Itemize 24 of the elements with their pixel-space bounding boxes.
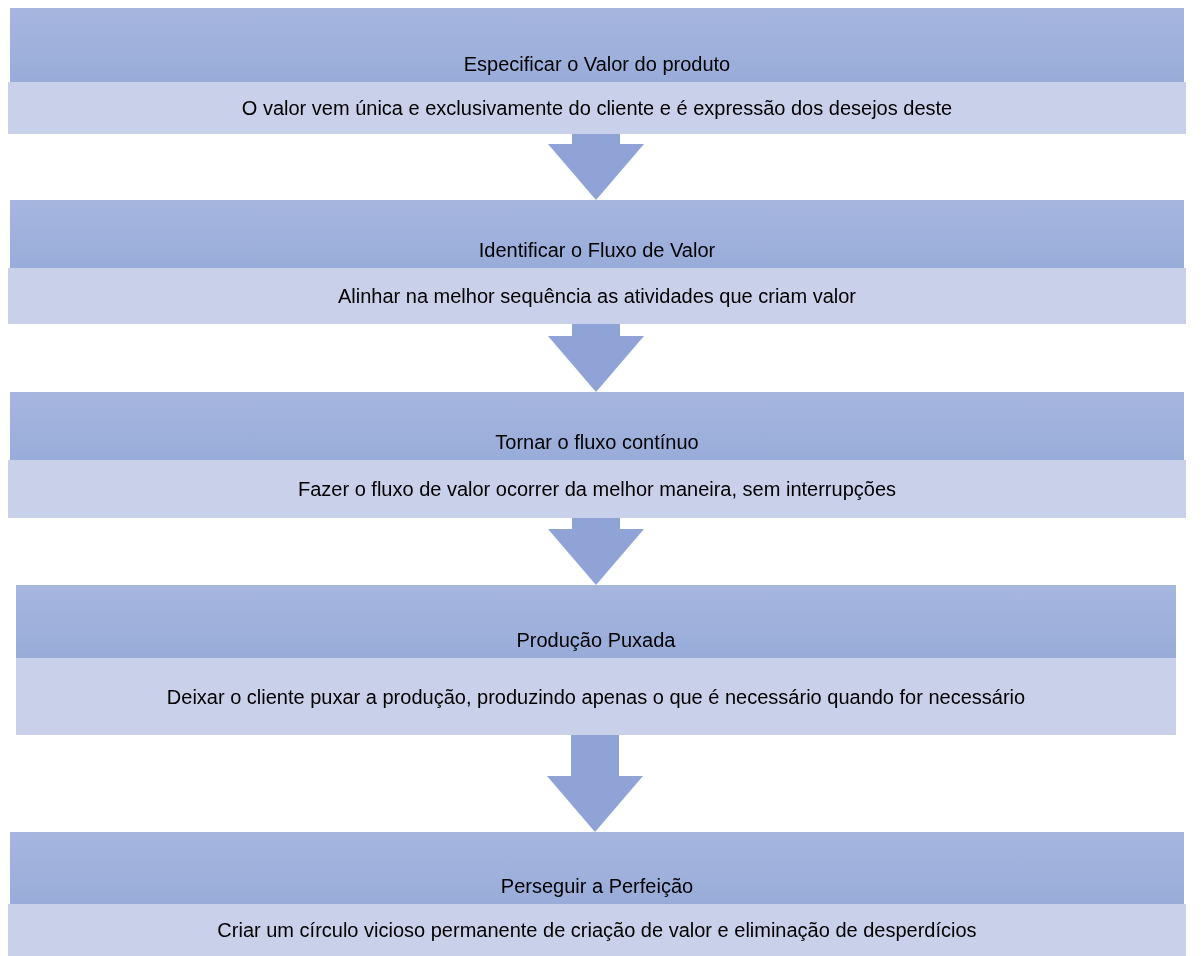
heading-text: Especificar o Valor do produto <box>463 52 731 76</box>
heading-text: Tornar o fluxo contínuo <box>495 430 699 454</box>
heading-text: Perseguir a Perfeição <box>500 874 694 898</box>
arrow <box>548 134 644 200</box>
description-box <box>16 658 1176 735</box>
description-box <box>8 460 1186 518</box>
description-text: Alinhar na melhor sequência as atividades que criam valor <box>337 284 857 308</box>
arrow <box>548 324 644 392</box>
header-band <box>10 200 1184 268</box>
description-box <box>8 904 1186 956</box>
heading-text: Produção Puxada <box>516 628 676 652</box>
header-band <box>10 832 1184 904</box>
description-text: O valor vem única e exclusivamente do cliente e é expressão dos desejos deste <box>241 96 953 120</box>
description-text: Criar um círculo vicioso permanente de criação de valor e eliminação de desperdícios <box>217 918 977 942</box>
header-band <box>16 585 1176 658</box>
description-text: Deixar o cliente puxar a produção, produzindo apenas o que é necessário quando for necessário <box>166 684 1026 709</box>
header-band <box>10 8 1184 82</box>
description-box <box>8 82 1186 134</box>
description-text: Fazer o fluxo de valor ocorrer da melhor maneira, sem interrupções <box>297 477 896 501</box>
heading-text: Identificar o Fluxo de Valor <box>478 238 716 262</box>
header-band <box>10 392 1184 460</box>
arrow <box>548 518 644 585</box>
description-box <box>8 268 1186 324</box>
arrow <box>547 735 643 832</box>
